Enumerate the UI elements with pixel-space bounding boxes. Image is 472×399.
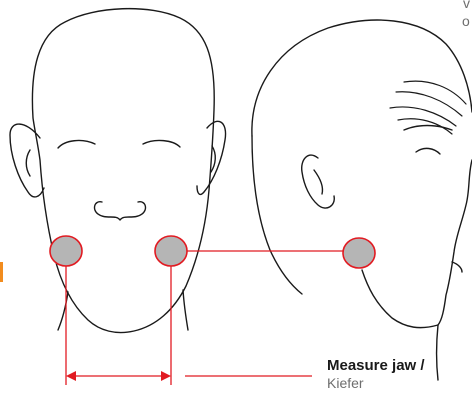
label-separator: / xyxy=(416,357,424,374)
side-neck-front xyxy=(437,325,439,380)
front-right-eye xyxy=(143,140,180,147)
jaw-markers xyxy=(50,236,375,268)
side-mouth xyxy=(452,262,462,272)
front-head-outline xyxy=(32,9,214,333)
side-head-outline xyxy=(252,20,472,136)
measure-jaw-title: Measure jaw xyxy=(327,357,416,374)
side-back-of-head xyxy=(252,136,302,294)
front-left-ear-inner xyxy=(26,150,30,176)
measurement-lines xyxy=(66,251,346,385)
side-head xyxy=(252,20,472,380)
front-head xyxy=(10,9,226,333)
front-left-eye xyxy=(58,141,95,148)
arrow-head-right xyxy=(161,371,171,381)
jaw-marker-front-right xyxy=(155,236,187,266)
front-right-neck xyxy=(183,290,188,330)
side-ear-inner xyxy=(314,170,323,194)
measure-jaw-subtitle: Kiefer xyxy=(327,375,364,391)
side-chin-jaw xyxy=(362,270,438,328)
side-face-profile xyxy=(438,160,472,325)
measure-jaw-label: Measure jaw / xyxy=(327,357,425,374)
jaw-marker-front-left xyxy=(50,236,82,266)
side-ear xyxy=(302,155,335,208)
front-nose xyxy=(95,202,146,220)
side-eye xyxy=(416,148,440,154)
arrow-head-left xyxy=(66,371,76,381)
clipped-edge-text-2: o xyxy=(462,13,470,29)
jaw-marker-side xyxy=(343,238,375,268)
edge-accent-marker xyxy=(0,262,3,282)
clipped-edge-text-1: v xyxy=(463,0,470,11)
